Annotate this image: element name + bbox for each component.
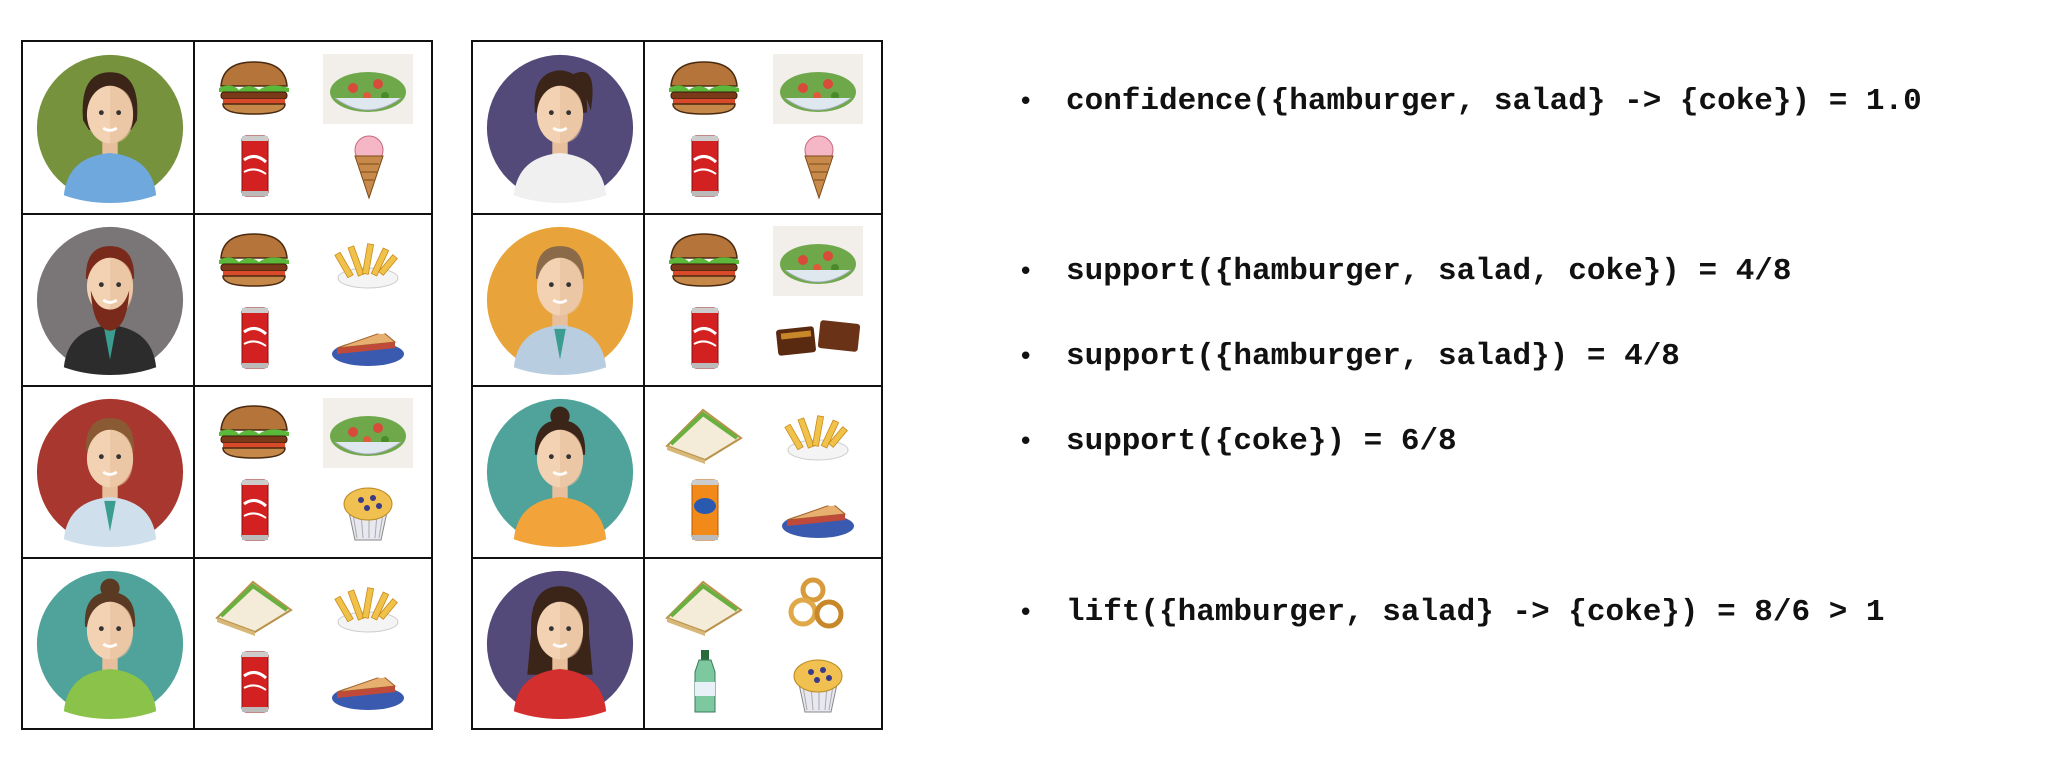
bearded-man-avatar-icon	[35, 225, 185, 375]
fanta-can-icon	[659, 474, 749, 544]
coke-can-icon	[659, 130, 749, 200]
coke-can-icon	[209, 302, 299, 372]
onion-rings-icon	[773, 570, 863, 640]
salad-icon	[773, 226, 863, 296]
support-consequent-text: support({coke}) = 6/8	[1066, 424, 1457, 459]
ice-cream-icon	[773, 130, 863, 200]
transaction-row	[473, 42, 881, 214]
bullet-symbol: •	[1018, 256, 1034, 287]
bullet-symbol: •	[1018, 86, 1034, 117]
transaction-row	[23, 214, 431, 386]
fries-icon	[323, 226, 413, 296]
support-itemset-bullet: • support({hamburger, salad, coke}) = 4/…	[1018, 254, 1792, 289]
confidence-bullet: • confidence({hamburger, salad} -> {coke…	[1018, 84, 1922, 119]
candy-bar-icon	[773, 302, 863, 372]
woman-avatar-icon	[485, 397, 635, 547]
fries-icon	[773, 398, 863, 468]
muffin-icon	[773, 646, 863, 716]
hamburger-icon	[209, 398, 299, 468]
salad-icon	[773, 54, 863, 124]
sandwich-icon	[659, 570, 749, 640]
row-divider	[473, 557, 881, 559]
water-bottle-icon	[659, 646, 749, 716]
woman-avatar-icon	[35, 53, 185, 203]
coke-can-icon	[209, 130, 299, 200]
bullet-symbol: •	[1018, 341, 1034, 372]
hamburger-icon	[209, 54, 299, 124]
transaction-row	[23, 558, 431, 730]
bullet-symbol: •	[1018, 597, 1034, 628]
transaction-row	[473, 214, 881, 386]
woman-ponytail-avatar-icon	[485, 53, 635, 203]
row-divider	[23, 385, 431, 387]
ice-cream-icon	[323, 130, 413, 200]
row-divider	[23, 557, 431, 559]
row-divider	[23, 213, 431, 215]
support-antecedent-bullet: • support({hamburger, salad}) = 4/8	[1018, 339, 1680, 374]
sandwich-icon	[209, 570, 299, 640]
transaction-row	[473, 386, 881, 558]
lift-text: lift({hamburger, salad} -> {coke}) = 8/6…	[1066, 595, 1885, 630]
salad-icon	[323, 398, 413, 468]
pie-icon	[773, 474, 863, 544]
coke-can-icon	[209, 474, 299, 544]
coke-can-icon	[659, 302, 749, 372]
row-divider	[473, 385, 881, 387]
transaction-row	[23, 386, 431, 558]
row-divider	[473, 213, 881, 215]
transaction-row	[473, 558, 881, 730]
pie-icon	[323, 302, 413, 372]
salad-icon	[323, 54, 413, 124]
transaction-table	[471, 40, 883, 730]
coke-can-icon	[209, 646, 299, 716]
woman-avatar-icon	[485, 569, 635, 719]
hamburger-icon	[209, 226, 299, 296]
man-avatar-icon	[35, 397, 185, 547]
hamburger-icon	[659, 226, 749, 296]
hamburger-icon	[659, 54, 749, 124]
sandwich-icon	[659, 398, 749, 468]
muffin-icon	[323, 474, 413, 544]
transaction-row	[23, 42, 431, 214]
man-avatar-icon	[485, 225, 635, 375]
support-consequent-bullet: • support({coke}) = 6/8	[1018, 424, 1457, 459]
fries-icon	[323, 570, 413, 640]
confidence-text: confidence({hamburger, salad} -> {coke})…	[1066, 84, 1922, 119]
transaction-table	[21, 40, 433, 730]
pie-icon	[323, 646, 413, 716]
woman-avatar-icon	[35, 569, 185, 719]
support-itemset-text: support({hamburger, salad, coke}) = 4/8	[1066, 254, 1792, 289]
lift-bullet: • lift({hamburger, salad} -> {coke}) = 8…	[1018, 595, 1885, 630]
bullet-symbol: •	[1018, 426, 1034, 457]
support-antecedent-text: support({hamburger, salad}) = 4/8	[1066, 339, 1680, 374]
